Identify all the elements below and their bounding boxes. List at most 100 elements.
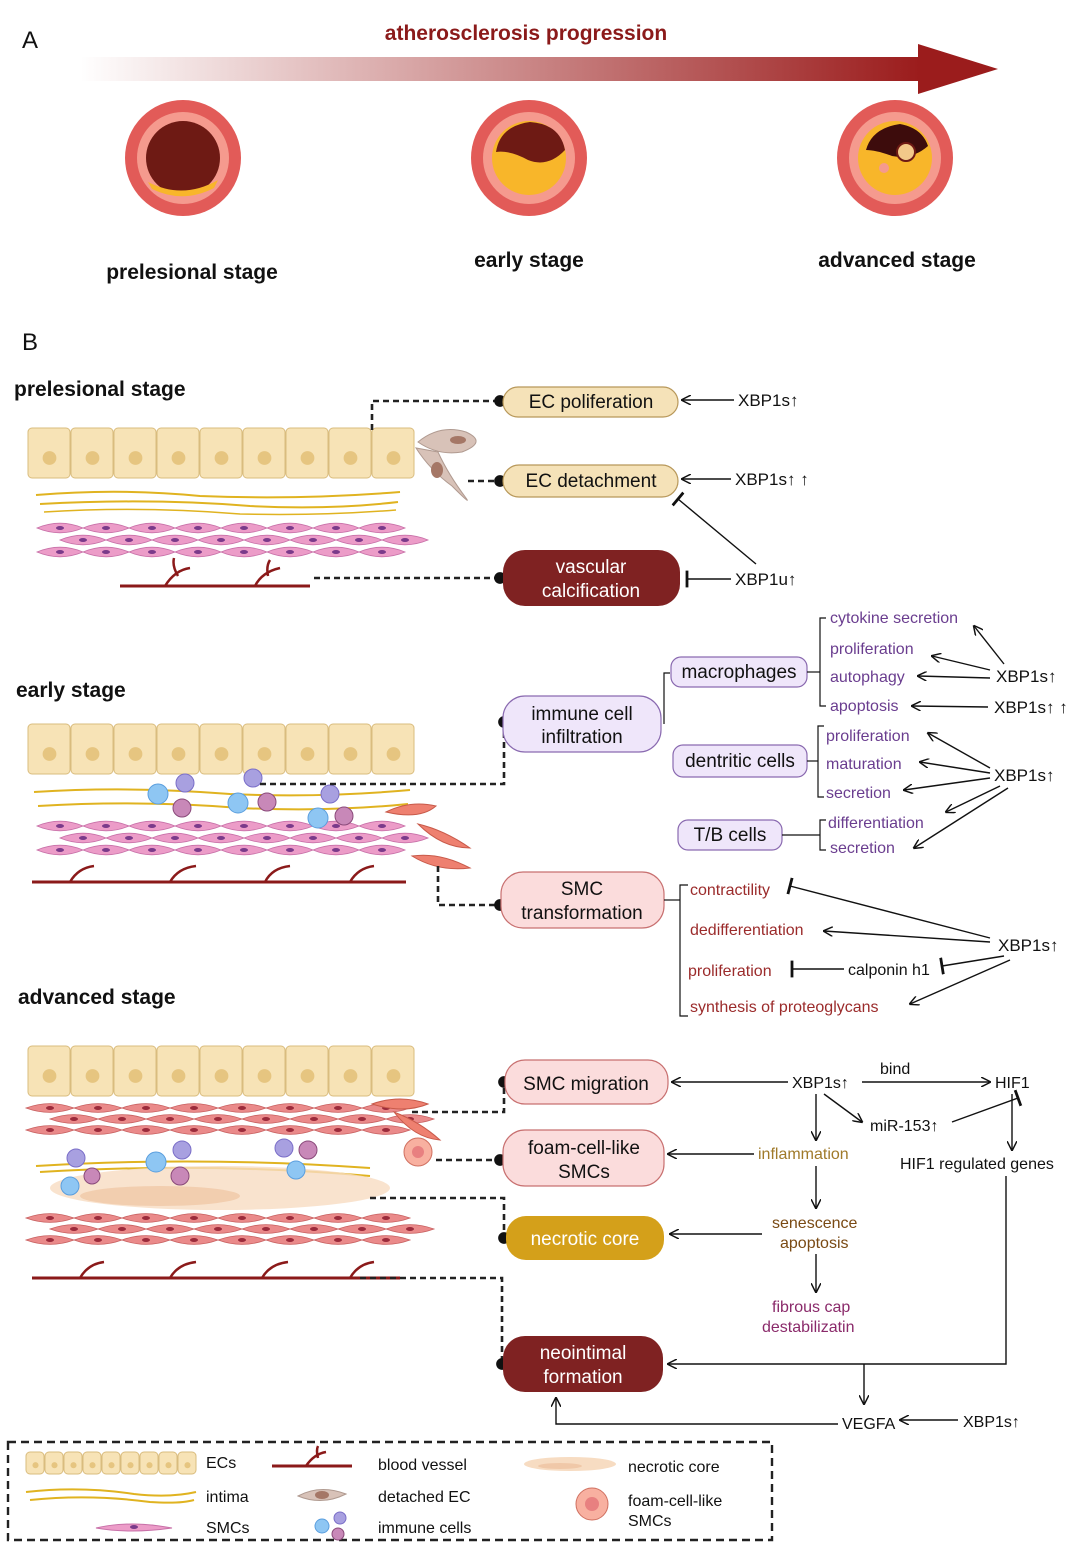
smc-cell — [150, 534, 200, 546]
smc-cell — [24, 1213, 76, 1223]
connector-ec-poliferation — [370, 395, 506, 430]
smc-layer-advanced — [24, 1103, 436, 1245]
connector-immune-infiltration — [260, 716, 510, 786]
smc-layer — [35, 820, 430, 856]
smc-cell — [24, 1235, 76, 1245]
connector-smc-migration — [412, 1076, 510, 1114]
box-foam-label-1: foam-cell-like — [528, 1138, 640, 1159]
smc-cell — [173, 522, 223, 534]
blood-vessel — [32, 864, 406, 884]
legend-ecs-label: ECs — [206, 1455, 236, 1472]
endothelial-cell — [27, 1045, 71, 1097]
smc-cell — [312, 1125, 364, 1135]
intima-layer — [33, 788, 411, 811]
box-smc-migration-label: SMC migration — [523, 1074, 649, 1095]
box-ec-poliferation-label: EC poliferation — [529, 392, 654, 413]
smc-cell — [35, 522, 85, 534]
legend-smc-swatch — [95, 1523, 173, 1532]
smc-cell — [173, 844, 223, 856]
panel-b-letter: B — [22, 329, 38, 356]
arrow-hif-genes-neointimal — [668, 1176, 1007, 1364]
smc-cell — [173, 546, 223, 558]
prelesional-title: prelesional stage — [14, 378, 186, 401]
smc-cell — [334, 832, 384, 844]
smc-cell — [312, 1103, 364, 1113]
endothelial-cell — [120, 1451, 140, 1475]
smc-cell — [168, 1235, 220, 1245]
progression-title: atherosclerosis progression — [385, 22, 667, 45]
dc-item-secretion: secretion — [826, 785, 891, 802]
box-foam-cell-smcs — [502, 1129, 665, 1187]
smc-layer — [35, 522, 430, 558]
smc-cell — [192, 1114, 244, 1124]
endothelial-cell — [242, 427, 286, 479]
arrow-xbp-tb-secretion — [914, 787, 1009, 848]
smc-cell — [196, 534, 246, 546]
xbp1s-advanced: XBP1s↑ — [792, 1075, 849, 1092]
blood-vessel — [120, 557, 310, 588]
box-necrotic-label: necrotic core — [531, 1229, 640, 1250]
smc-cell — [104, 832, 154, 844]
smc-cell — [58, 534, 108, 546]
connector-necrotic-core — [370, 1196, 510, 1244]
tb-item-differentiation: differentiation — [828, 815, 924, 832]
box-calcification-label-1: vascular — [556, 557, 627, 578]
inhibit-xbp1u-detachment — [671, 491, 757, 565]
xbp1u-label: XBP1u↑ — [735, 570, 796, 589]
smc-cell — [168, 1125, 220, 1135]
endothelial-cell — [177, 1451, 197, 1475]
smc-cell — [288, 534, 338, 546]
smc-cell — [264, 1103, 316, 1113]
arrow-xbp-differentiation — [946, 785, 1001, 812]
smc-cell — [311, 844, 361, 856]
arrow-xbp-maturation — [920, 762, 991, 774]
smc-item-proliferation: proliferation — [688, 963, 772, 980]
smc-cell — [219, 820, 269, 832]
box-ec-detachment — [502, 464, 679, 498]
legend-detached-ec-label: detached EC — [378, 1489, 471, 1506]
legend-necrotic-core-label: necrotic core — [628, 1459, 720, 1476]
endothelial-cell — [101, 1451, 121, 1475]
smc-cell — [81, 820, 131, 832]
box-neo-label-2: formation — [543, 1367, 622, 1388]
smc-cell — [24, 1103, 76, 1113]
endothelial-cell — [328, 427, 372, 479]
smc-item-contractility: contractility — [690, 882, 770, 899]
artery-prelesional — [125, 100, 241, 216]
mac-item-autophagy: autophagy — [830, 669, 905, 686]
smc-cell — [120, 1235, 172, 1245]
early-title: early stage — [16, 679, 126, 702]
legend-smcs-label: SMCs — [206, 1520, 250, 1537]
box-macrophages-label: macrophages — [681, 662, 796, 683]
fibrous-cap-label-1: fibrous cap — [772, 1299, 850, 1316]
intima-layer — [35, 490, 401, 516]
smc-cell — [58, 832, 108, 844]
smc-cell — [144, 1114, 196, 1124]
smc-cell — [265, 820, 315, 832]
bracket-dc-items — [817, 725, 824, 798]
artery-advanced — [837, 100, 953, 216]
endothelial-cell — [199, 723, 243, 775]
arrow-xbp-proteoglycans — [910, 959, 1011, 1004]
legend-foam-cell-swatch — [575, 1487, 609, 1521]
smc-cell — [127, 844, 177, 856]
hif1-genes-label: HIF1 regulated genes — [900, 1156, 1054, 1173]
smc-cell — [357, 546, 407, 558]
smc-cell — [242, 832, 292, 844]
endothelial-cell-row — [27, 723, 415, 775]
smc-cell — [264, 1235, 316, 1245]
smc-layer-upper — [24, 1103, 436, 1135]
xbp1s-smc: XBP1s↑ — [998, 936, 1058, 955]
endothelial-cell — [199, 1045, 243, 1097]
endothelial-cell — [25, 1451, 45, 1475]
smc-cell — [380, 534, 430, 546]
smc-cell — [219, 522, 269, 534]
smc-cell — [264, 1213, 316, 1223]
smc-cell — [265, 522, 315, 534]
smc-cell — [127, 546, 177, 558]
bracket-smc-items — [679, 884, 688, 1017]
endothelial-cell — [158, 1451, 178, 1475]
calponin-label: calponin h1 — [848, 962, 930, 979]
arrow-vegfa-neointimal — [556, 1398, 838, 1425]
